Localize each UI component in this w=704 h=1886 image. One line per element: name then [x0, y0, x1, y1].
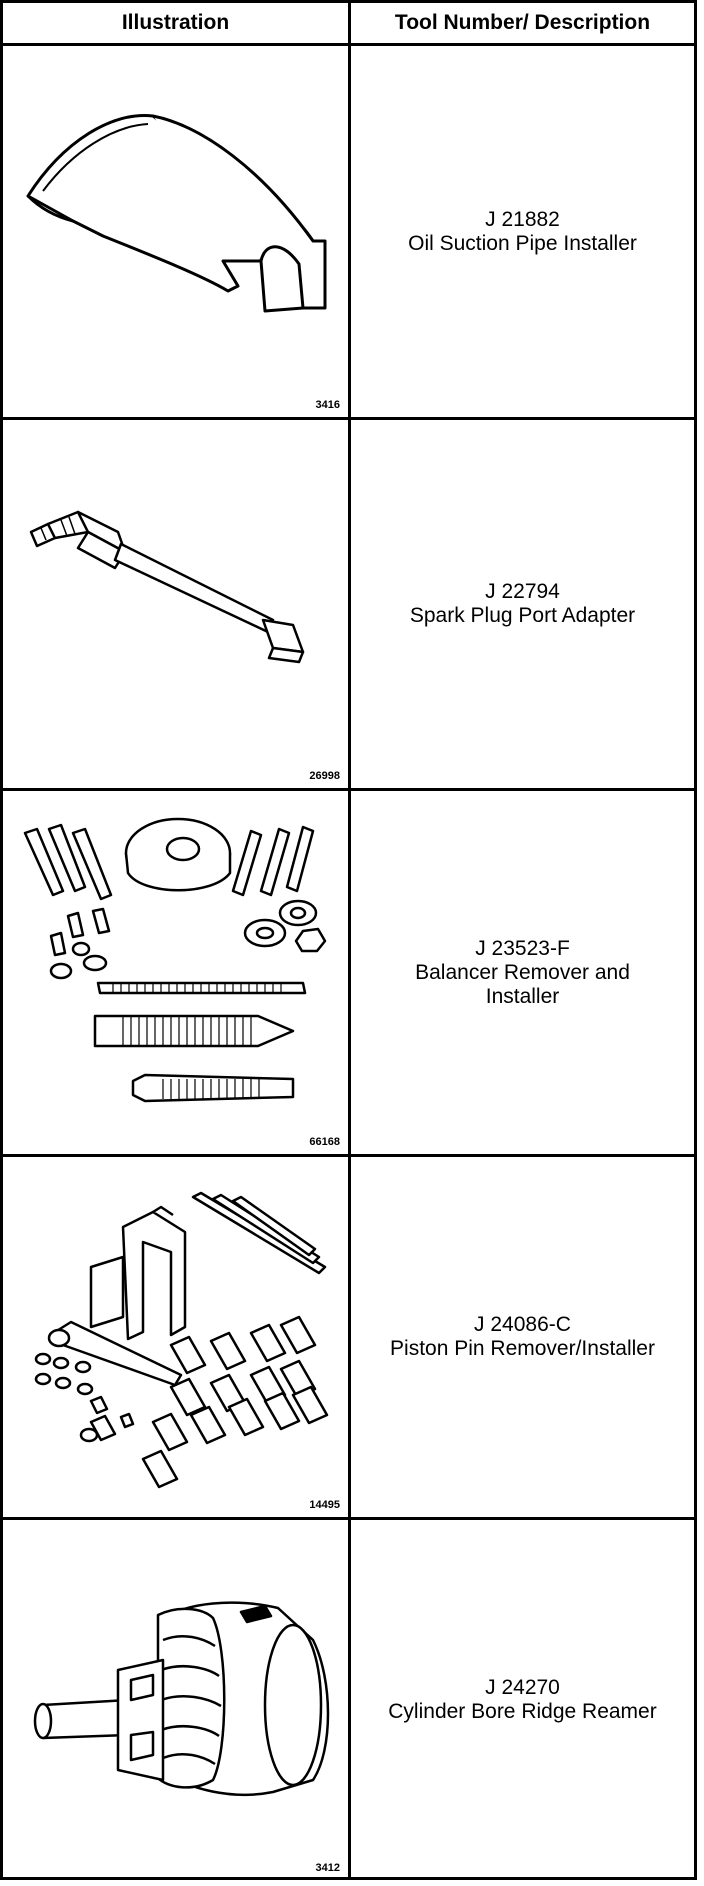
tool-name: Balancer Remover and — [415, 960, 630, 984]
tool-description: J 23523-F Balancer Remover and Installer — [351, 791, 694, 1154]
tool-number: J 23523-F — [475, 936, 570, 960]
tool-description: J 24270 Cylinder Bore Ridge Reamer — [351, 1520, 694, 1880]
table-row: 14495 J 24086-C Piston Pin Remover/Insta… — [3, 1157, 694, 1517]
table-row: 26998 J 22794 Spark Plug Port Adapter — [3, 420, 694, 788]
illustration-piston-pin-remover-installer: 14495 — [3, 1157, 348, 1517]
figure-number: 14495 — [309, 1499, 340, 1511]
row-divider — [3, 1154, 694, 1157]
table-row: 3416 J 21882 Oil Suction Pipe Installer — [3, 46, 694, 417]
table-row: 3412 J 24270 Cylinder Bore Ridge Reamer — [3, 1520, 694, 1880]
tool-name: Cylinder Bore Ridge Reamer — [388, 1700, 657, 1723]
figure-number: 3412 — [315, 1862, 340, 1874]
half-pipe-icon — [26, 113, 327, 313]
illustration-cylinder-bore-ridge-reamer: 3412 — [3, 1520, 348, 1880]
row-divider — [3, 417, 694, 420]
tool-description: J 21882 Oil Suction Pipe Installer — [351, 46, 694, 417]
figure-number: 26998 — [309, 770, 340, 782]
tool-name: Piston Pin Remover/Installer — [390, 1337, 655, 1360]
table-row: 66168 J 23523-F Balancer Remover and Ins… — [3, 791, 694, 1154]
tool-number: J 21882 — [485, 207, 560, 231]
balancer-kit-icon — [23, 817, 327, 1103]
tool-name: Oil Suction Pipe Installer — [408, 231, 637, 255]
tool-name-continued: Installer — [485, 984, 560, 1008]
illustration-oil-suction-pipe-installer: 3416 — [3, 46, 348, 417]
figure-number: 66168 — [309, 1136, 340, 1148]
tool-number: J 22794 — [485, 580, 560, 603]
ridge-reamer-icon — [33, 1601, 330, 1796]
adapter-tool-icon — [29, 510, 305, 664]
illustration-balancer-remover-installer: 66168 — [3, 791, 348, 1154]
tool-description: J 24086-C Piston Pin Remover/Installer — [351, 1157, 694, 1517]
tool-name: Spark Plug Port Adapter — [409, 604, 636, 627]
figure-number: 3416 — [315, 399, 340, 411]
row-divider — [3, 788, 694, 791]
column-divider — [348, 3, 351, 1877]
tool-number: J 24270 — [485, 1676, 560, 1699]
tool-description: J 22794 Spark Plug Port Adapter — [351, 420, 694, 788]
row-divider — [3, 1517, 694, 1520]
header-illustration: Illustration — [121, 11, 230, 34]
tool-number: J 24086-C — [474, 1313, 571, 1336]
illustration-spark-plug-port-adapter: 26998 — [3, 420, 348, 788]
header-tool-description: Tool Number/ Description — [394, 11, 651, 34]
header-divider — [3, 43, 694, 46]
piston-pin-kit-icon — [34, 1191, 329, 1489]
